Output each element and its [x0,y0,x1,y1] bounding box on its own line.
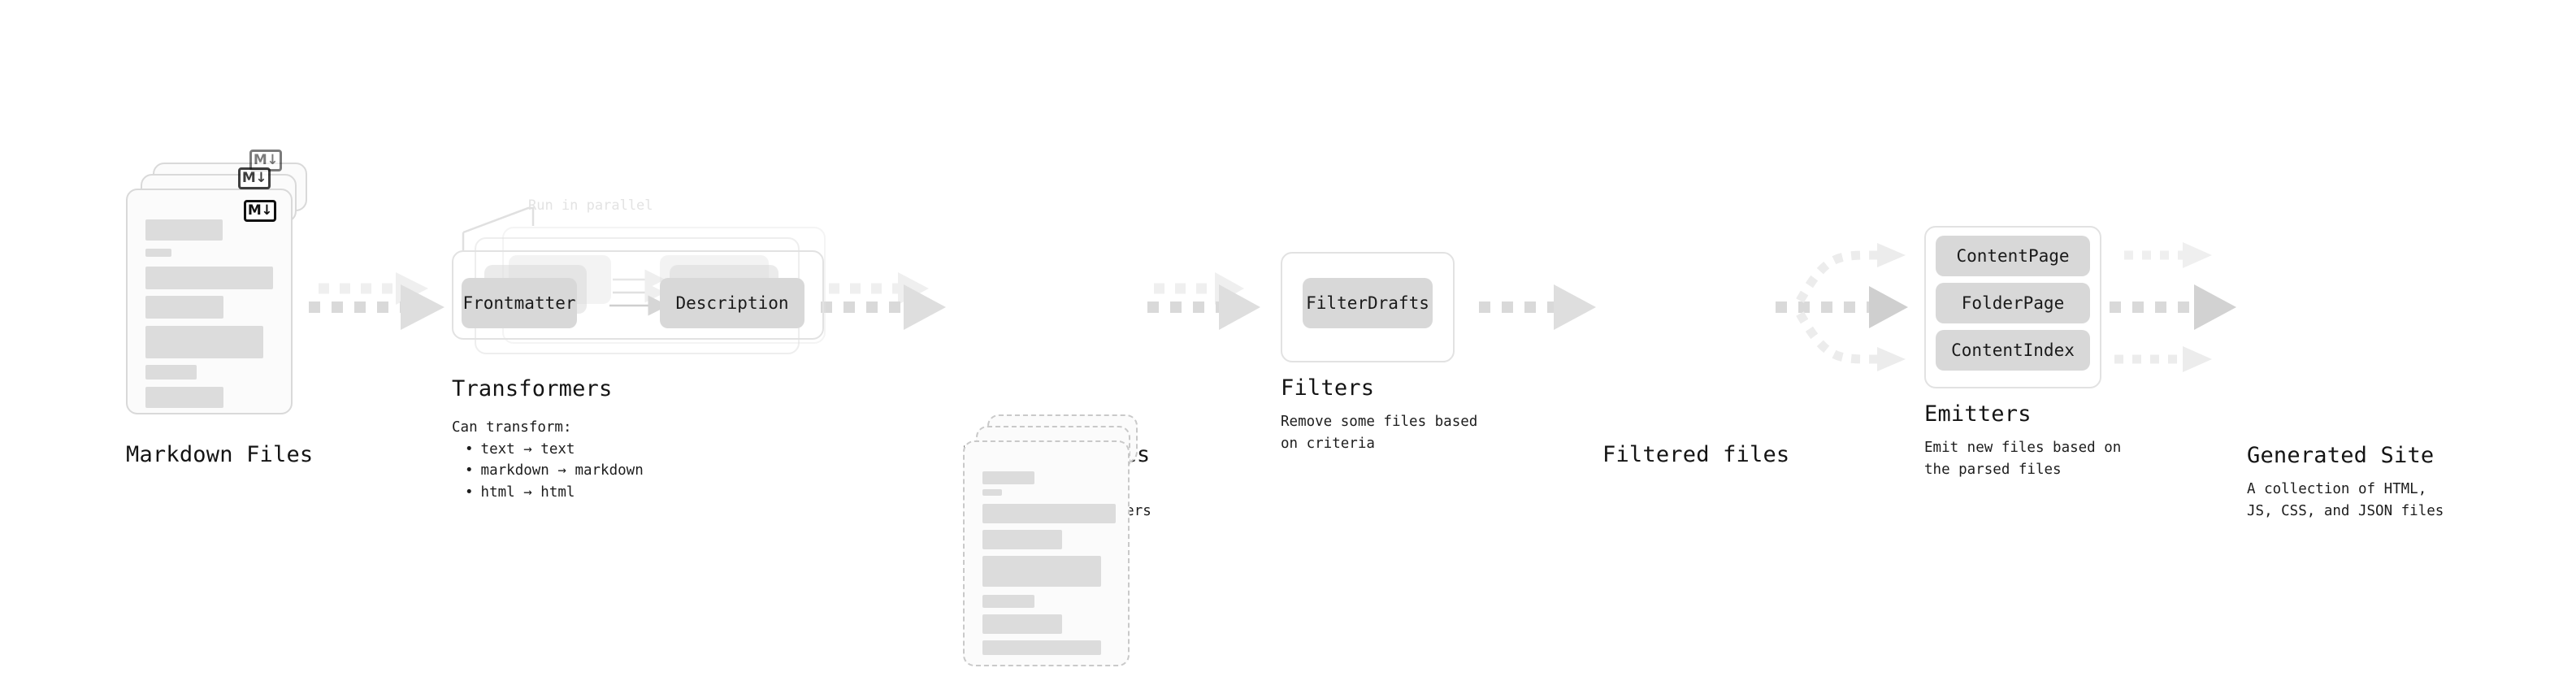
transform-arrows [609,269,669,316]
filters-frame [1281,252,1455,362]
subtitle-emitters: Emit new files based on the parsed files [1924,440,2122,478]
skeleton-bar [145,296,223,319]
skeleton-bar [145,326,263,358]
connector-modified-to-filters [1147,272,1260,330]
modified-card-front [963,440,1130,666]
caption-filters: Filters [1281,375,1375,401]
list-item: text → text [465,439,644,461]
stage-modified-files [963,414,1150,666]
transformer-chip-frontmatter[interactable]: Frontmatter [462,278,577,328]
connector-filters-to-filtered [1479,284,1596,330]
markdown-badge-back-1: M↓ [238,167,271,189]
caption-generated-site: Generated Site [2247,443,2435,468]
skeleton-bar [145,365,197,380]
transformers-capability-list: Can transform: text → text markdown → ma… [452,417,644,503]
caption-emitters: Emitters [1924,401,2032,427]
emitter-chip-folderpage[interactable]: FolderPage [1936,283,2090,323]
emitter-chip-contentpage-label: ContentPage [1956,246,2070,266]
skeleton-bar [145,267,273,289]
stage-emitters: ContentPage FolderPage ContentIndex [1924,226,2111,388]
stage-transformers: Run in parallel Frontmatter Description [439,195,837,358]
stage-markdown-files: M↓ M↓ M↓ [126,150,313,414]
connector-md-to-transformers [309,272,445,330]
skeleton-bar [982,595,1034,608]
skeleton-bar [145,219,223,241]
caption-transformers: Transformers [452,376,613,401]
skeleton-bar [982,489,1002,496]
run-in-parallel-leader [462,206,535,252]
skeleton-bar [145,249,171,257]
transformer-chip-description[interactable]: Description [660,278,804,328]
connector-filtered-to-emitters [1776,243,1908,371]
skeleton-bar [982,640,1101,655]
skeleton-bar [145,387,223,408]
emitters-frame [1924,226,2101,388]
markdown-badge: M↓ [244,200,276,222]
emitter-chip-contentpage[interactable]: ContentPage [1936,236,2090,276]
emitter-chip-contentindex[interactable]: ContentIndex [1936,330,2090,371]
markdown-card-front [126,189,293,414]
skeleton-bar [982,556,1101,587]
skeleton-bar [982,614,1062,634]
transformer-chip-description-label: Description [675,293,789,313]
emitter-chip-contentindex-label: ContentIndex [1951,340,2075,360]
transformer-chip-frontmatter-label: Frontmatter [462,293,576,313]
caption-filtered-files: Filtered files [1602,442,1790,467]
filter-chip-filterdrafts-label: FilterDrafts [1306,293,1429,313]
transformers-frame-front [452,250,824,340]
subtitle-filters: Remove some files based on criteria [1281,414,1478,452]
skeleton-bar [982,471,1034,484]
transformers-list-lead: Can transform: [452,419,572,436]
list-item: markdown → markdown [465,460,644,482]
run-in-parallel-label: Run in parallel [528,197,653,214]
skeleton-bar [982,530,1062,549]
caption-markdown-files: Markdown Files [126,442,314,467]
filter-chip-filterdrafts[interactable]: FilterDrafts [1303,278,1433,328]
list-item: html → html [465,482,644,504]
transformers-list: text → text markdown → markdown html → h… [452,439,644,504]
connector-transformers-to-modified [821,272,946,330]
connector-emitters-to-site [2110,242,2236,372]
emitter-chip-folderpage-label: FolderPage [1961,293,2065,313]
stage-filters: FilterDrafts [1281,252,1459,362]
subtitle-generated-site: A collection of HTML, JS, CSS, and JSON … [2247,481,2444,519]
skeleton-bar [982,504,1116,523]
